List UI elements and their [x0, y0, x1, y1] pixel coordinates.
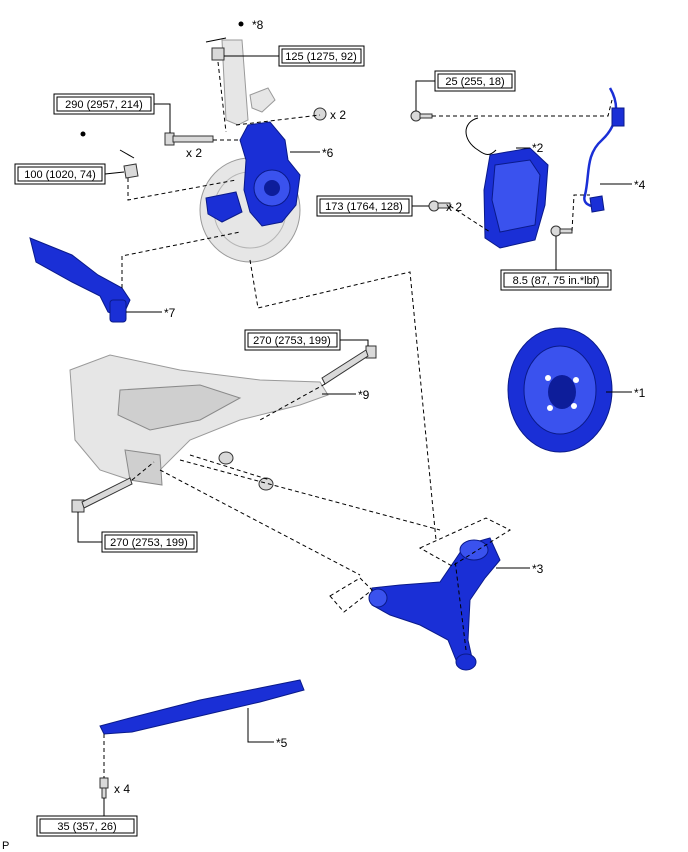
callout-9: *9 [358, 388, 370, 402]
torque-spec-t2: 290 (2957, 214) [65, 99, 143, 111]
torque-spec-t3: 100 (1020, 74) [24, 169, 96, 181]
nut-125 [211, 47, 225, 61]
torque-spec-box-t2: 290 (2957, 214) [53, 93, 155, 115]
bolt-290 [164, 132, 214, 146]
quantity-label-bolt-173: x 2 [446, 200, 462, 214]
callout-6: *6 [322, 146, 334, 160]
bushing-nuts [218, 451, 274, 491]
subframe [69, 354, 329, 486]
torque-spec-t4: 25 (255, 18) [445, 76, 504, 88]
callout-5: *5 [276, 736, 288, 750]
quantity-label-nut: x 2 [330, 108, 346, 122]
torque-spec-t9: 35 (357, 26) [57, 821, 116, 833]
torque-spec-box-t4: 25 (255, 18) [434, 70, 516, 92]
torque-spec-box-t9: 35 (357, 26) [36, 815, 138, 837]
quantity-label-bolt-35: x 4 [114, 782, 130, 796]
cotter-pins [80, 21, 244, 159]
torque-spec-box-t3: 100 (1020, 74) [14, 163, 106, 185]
bolt-25 [410, 110, 433, 122]
speed-sensor [583, 87, 625, 213]
callout-8: *8 [252, 18, 264, 32]
torque-spec-box-t8: 270 (2753, 199) [101, 531, 198, 553]
callout-1: *1 [634, 386, 646, 400]
quantity-label-bolt-290: x 2 [186, 146, 202, 160]
torque-spec-t7: 270 (2753, 199) [253, 335, 331, 347]
bolt-173 [428, 200, 451, 212]
torque-spec-box-t1: 125 (1275, 92) [278, 45, 365, 67]
callout-2: *2 [532, 141, 544, 155]
lower-control-arm [368, 537, 501, 671]
torque-spec-t5: 173 (1764, 128) [325, 201, 403, 213]
torque-spec-t8: 270 (2753, 199) [110, 537, 188, 549]
bolt-270-lower [71, 477, 133, 513]
brake-caliper [465, 117, 549, 249]
torque-spec-t1: 125 (1275, 92) [285, 51, 357, 63]
bolt-35 [99, 777, 109, 799]
nut-100 [123, 163, 139, 179]
assembly-lines [103, 61, 613, 778]
torque-spec-box-t6: 8.5 (87, 75 in.*lbf) [500, 269, 612, 291]
bolt-8-5 [550, 225, 573, 237]
callout-7: *7 [164, 306, 176, 320]
steering-knuckle [205, 121, 301, 227]
torque-spec-box-t5: 173 (1764, 128) [316, 195, 413, 217]
corner-mark: P [2, 840, 9, 852]
bolt-270-upper [321, 345, 377, 385]
torque-spec-t6: 8.5 (87, 75 in.*lbf) [513, 275, 600, 287]
tie-rod-end [29, 237, 131, 323]
nut-x2 [313, 107, 327, 121]
torque-spec-box-t7: 270 (2753, 199) [244, 329, 341, 351]
brake-disc [507, 327, 613, 453]
callout-3: *3 [532, 562, 544, 576]
brace-bar [99, 679, 305, 735]
callout-4: *4 [634, 178, 646, 192]
